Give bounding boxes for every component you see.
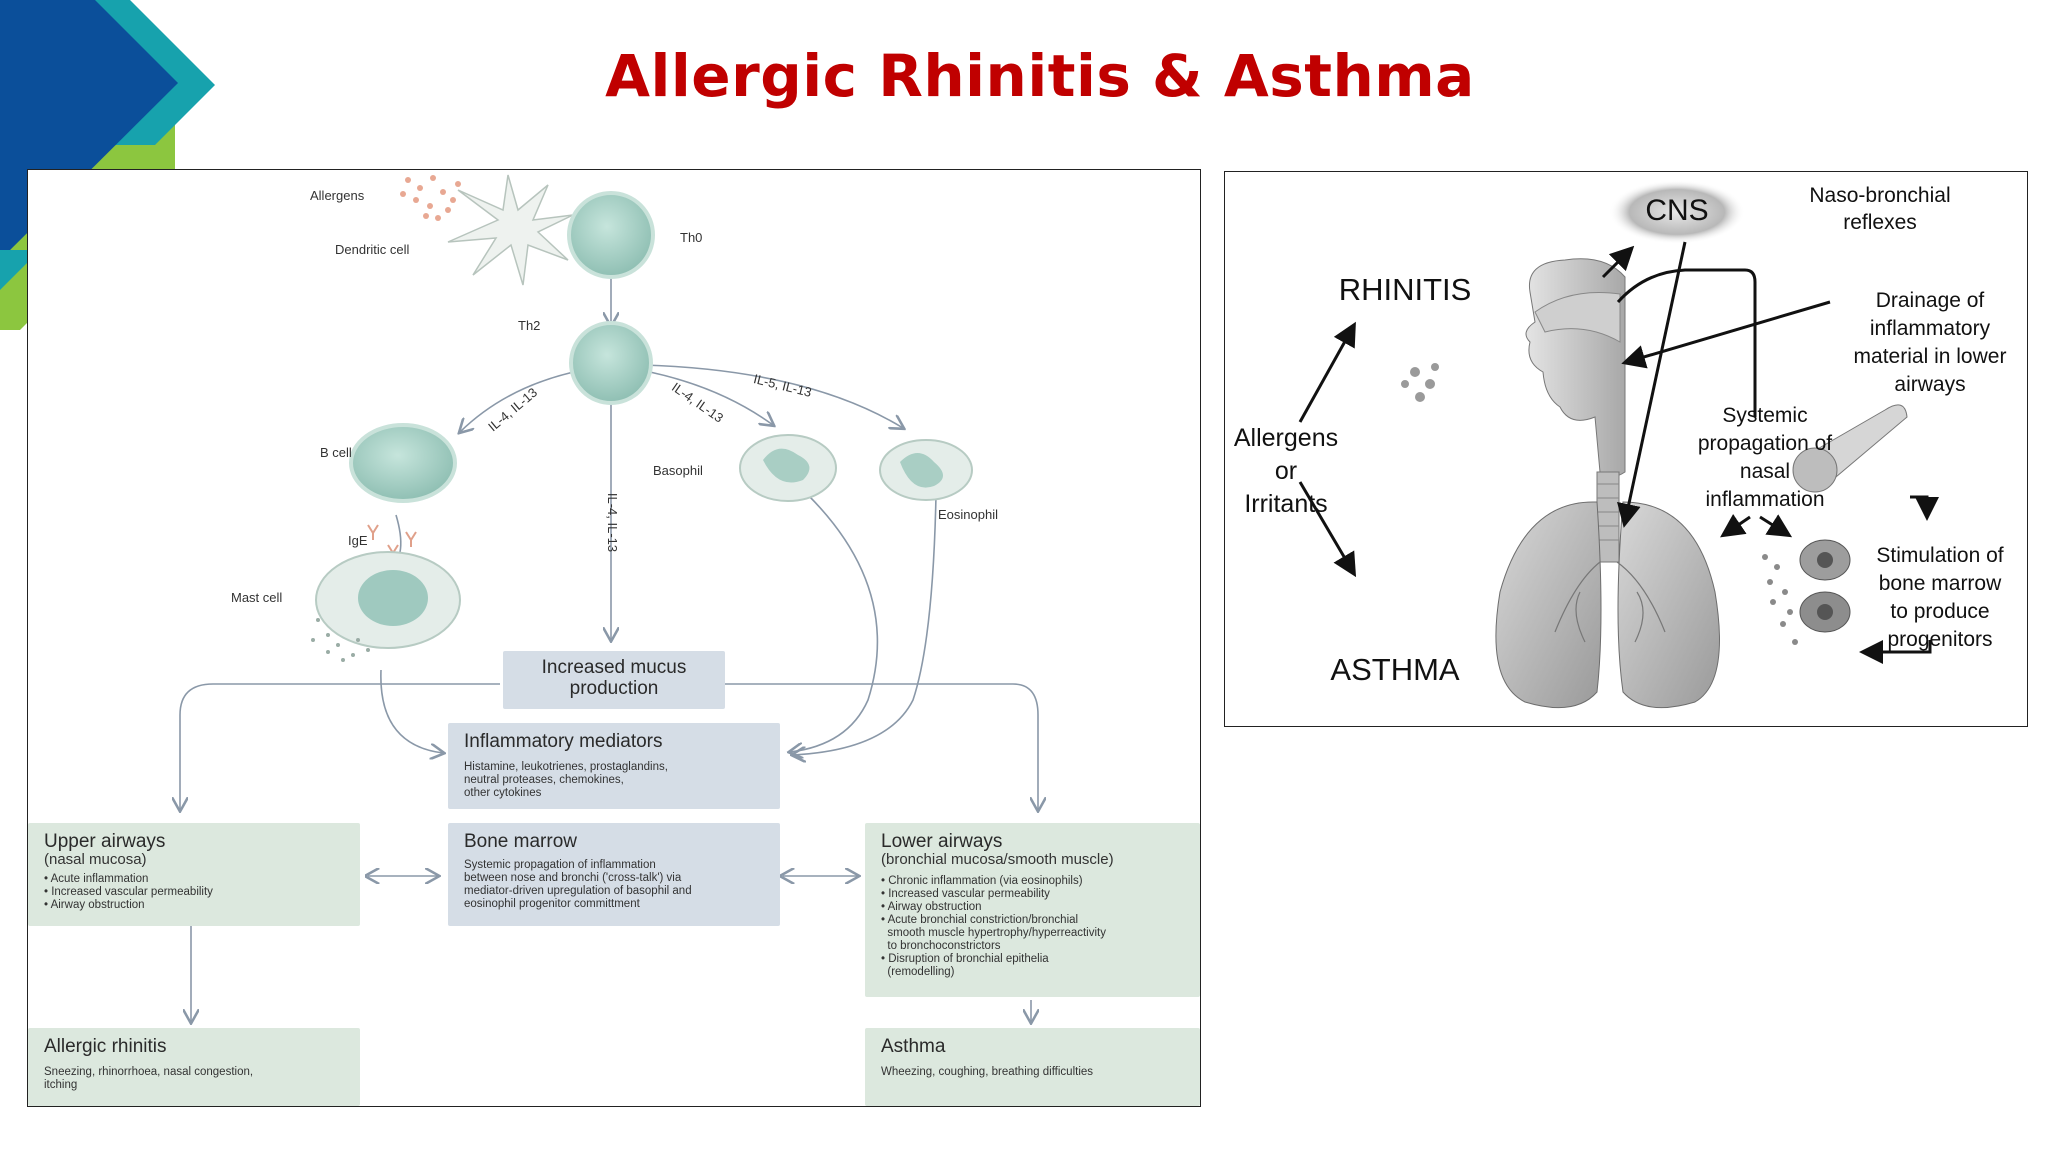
lower-airways-item-3: • Airway obstruction [881,901,982,913]
b-cell-label: B cell [320,445,352,460]
il4-il13-vertical-label: IL-4, IL-13 [605,492,621,553]
ige-label: IgE [348,533,368,548]
upper-airways-item-2: • Increased vascular permeability [44,886,213,898]
upper-airways-item-3: • Airway obstruction [44,899,145,911]
asthma-label: ASTHMA [1330,652,1460,687]
upper-airways-sub: (nasal mucosa) [44,851,147,868]
mucus-title: Increased mucus production [541,657,687,699]
dendritic-cell-label: Dendritic cell [335,242,410,257]
eosinophil-label: Eosinophil [938,507,998,522]
upper-airways-box: Upper airways (nasal mucosa) • Acute inf… [28,823,360,926]
lower-airways-item-2: • Increased vascular permeability [881,888,1050,900]
bone-marrow-line-1: Systemic propagation of inflammation [464,859,656,871]
bone-marrow-line-2: between nose and bronchi ('cross-talk') … [464,872,682,884]
mucus-box: Increased mucus production [503,651,725,709]
allergic-rhinitis-line-1: Sneezing, rhinorrhoea, nasal congestion, [44,1066,254,1078]
bone-marrow-line-3: mediator-driven upregulation of basophil… [464,885,692,897]
mediators-box: Inflammatory mediators Histamine, leukot… [448,723,780,809]
rhinitis-label: RHINITIS [1338,272,1472,307]
upper-airways-item-1: • Acute inflammation [44,873,149,885]
lower-airways-sub: (bronchial mucosa/smooth muscle) [881,851,1114,868]
mediators-title: Inflammatory mediators [464,731,663,752]
lower-airways-title: Lower airways [881,831,1003,852]
th0-label: Th0 [680,230,703,245]
allergy-pathway-diagram: Allergens Dendritic cell Th0 Th2 B cell … [27,169,1201,1107]
mediators-line-2: neutral proteases, chemokines, [464,774,624,786]
pathway-arrows [28,174,1200,1106]
cns-label: CNS [1645,194,1709,227]
mediators-line-3: other cytokines [464,787,542,799]
asthma-line-1: Wheezing, coughing, breathing difficulti… [881,1066,1094,1078]
bone-marrow-line-4: eosinophil progenitor committment [464,898,640,910]
mediators-line-1: Histamine, leukotrienes, prostaglandins, [464,761,668,773]
lower-airways-item-1: • Chronic inflammation (via eosinophils) [881,875,1083,887]
slide-title: Allergic Rhinitis & Asthma [605,42,1475,110]
basophil-label: Basophil [653,463,703,478]
bone-marrow-title: Bone marrow [464,831,577,852]
asthma-title: Asthma [881,1036,946,1057]
lower-airways-box: Lower airways (bronchial mucosa/smooth m… [865,823,1200,997]
allergic-rhinitis-box: Allergic rhinitis Sneezing, rhinorrhoea,… [28,1028,360,1106]
anatomy-illustration [1298,180,1939,709]
mast-cell-label: Mast cell [231,590,283,605]
lower-airways-item-6: to bronchoconstrictors [881,940,1001,952]
bone-marrow-box: Bone marrow Systemic propagation of infl… [448,823,780,926]
lower-airways-item-7: • Disruption of bronchial epithelia [881,953,1049,965]
allergic-rhinitis-line-2: itching [44,1079,78,1091]
lower-airways-item-8: (remodelling) [881,966,955,978]
asthma-box: Asthma Wheezing, coughing, breathing dif… [865,1028,1200,1106]
lower-airways-item-4: • Acute bronchial constriction/bronchial [881,914,1079,926]
th2-label: Th2 [518,318,541,333]
upper-airways-title: Upper airways [44,831,166,852]
allergic-rhinitis-title: Allergic rhinitis [44,1036,167,1057]
lower-airways-item-5: smooth muscle hypertrophy/hyperreactivit… [881,927,1106,939]
allergens-label: Allergens [310,188,365,203]
